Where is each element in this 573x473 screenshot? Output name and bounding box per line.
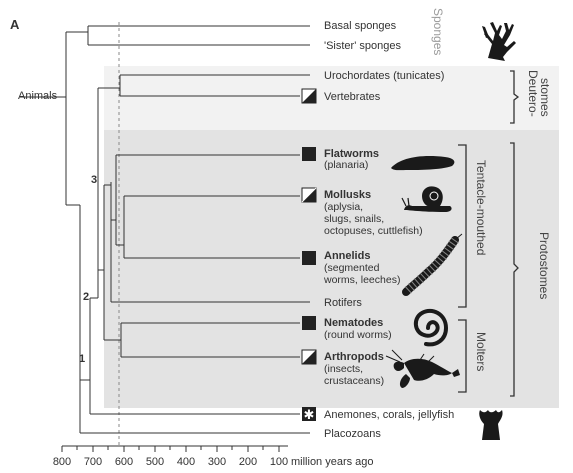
- snail-silhouette: [401, 186, 452, 212]
- panel-label: A: [10, 17, 20, 32]
- desc-mollusks-3: octopuses, cuttlefish): [324, 225, 423, 237]
- svg-text:✱: ✱: [304, 408, 315, 423]
- label-annelids: Annelids: [324, 250, 370, 262]
- label-mollusks: Mollusks: [324, 189, 371, 201]
- axis-tick-300: 300: [208, 456, 226, 468]
- flatworms-square-icon: [302, 147, 316, 161]
- molters-bracket: [458, 319, 467, 393]
- lobster-silhouette: [385, 349, 460, 388]
- label-flatworms: Flatworms: [324, 148, 379, 160]
- nematode-silhouette: [413, 308, 449, 347]
- mollusks-half-square-icon: [301, 187, 317, 203]
- root-label: Animals: [18, 90, 58, 102]
- node-label-1: 1: [79, 353, 85, 365]
- axis-tick-400: 400: [177, 456, 195, 468]
- flatworm-silhouette: [391, 156, 455, 171]
- node-label-3: 3: [91, 174, 97, 186]
- axis-tick-500: 500: [146, 456, 164, 468]
- desc-arthropods-1: (insects,: [324, 363, 363, 375]
- axis-tick-700: 700: [84, 456, 102, 468]
- anemones-star-square-icon: ✱: [302, 407, 316, 423]
- group-label-molters: Molters: [474, 332, 488, 371]
- tree-branches: [20, 25, 310, 434]
- axis-tick-100: 100: [270, 456, 288, 468]
- group-label-deuterostomes-2: stomes: [538, 78, 552, 117]
- group-label-protostomes: Protostomes: [537, 232, 551, 299]
- axis-tick-800: 800: [53, 456, 71, 468]
- coral-sponge-silhouette: [482, 22, 516, 61]
- label-basal-sponges: Basal sponges: [324, 20, 397, 32]
- arthropods-half-square-icon: [301, 349, 317, 365]
- tentacle-mouthed-bracket: [458, 144, 467, 308]
- desc-flatworms: (planaria): [324, 159, 368, 171]
- vertebrates-half-square-icon: [301, 88, 317, 104]
- label-placozoans: Placozoans: [324, 428, 381, 440]
- node-label-2: 2: [83, 291, 89, 303]
- desc-annelids-1: (segmented: [324, 262, 380, 274]
- desc-mollusks-2: slugs, snails,: [324, 213, 384, 225]
- annelid-silhouette: [402, 233, 463, 296]
- nematodes-square-icon: [302, 316, 316, 330]
- protostomes-bracket: [510, 142, 519, 397]
- protostome-box: [104, 130, 559, 408]
- axis-tick-600: 600: [115, 456, 133, 468]
- label-rotifers: Rotifers: [324, 297, 362, 309]
- deuterostome-box: [104, 66, 559, 130]
- desc-arthropods-2: crustaceans): [324, 375, 384, 387]
- label-arthropods: Arthropods: [324, 351, 384, 363]
- group-label-tentacle-mouthed: Tentacle-mouthed: [474, 160, 488, 255]
- group-label-deuterostomes-1: Deutero-: [526, 70, 540, 117]
- label-sister-sponges: 'Sister' sponges: [324, 40, 401, 52]
- deuterostomes-bracket: [510, 70, 520, 124]
- label-urochordates: Urochordates (tunicates): [324, 70, 444, 82]
- desc-annelids-2: worms, leeches): [323, 274, 400, 286]
- annelids-square-icon: [302, 251, 316, 265]
- time-axis: [61, 445, 288, 452]
- group-label-sponges: Sponges: [431, 8, 445, 55]
- axis-tick-200: 200: [239, 456, 257, 468]
- anemone-silhouette: [479, 410, 503, 440]
- desc-mollusks-1: (aplysia,: [324, 201, 363, 213]
- label-anemones: Anemones, corals, jellyfish: [324, 409, 454, 421]
- axis-unit-label: million years ago: [291, 456, 374, 468]
- desc-nematodes: (round worms): [324, 329, 392, 341]
- label-nematodes: Nematodes: [324, 317, 383, 329]
- label-vertebrates: Vertebrates: [324, 91, 381, 103]
